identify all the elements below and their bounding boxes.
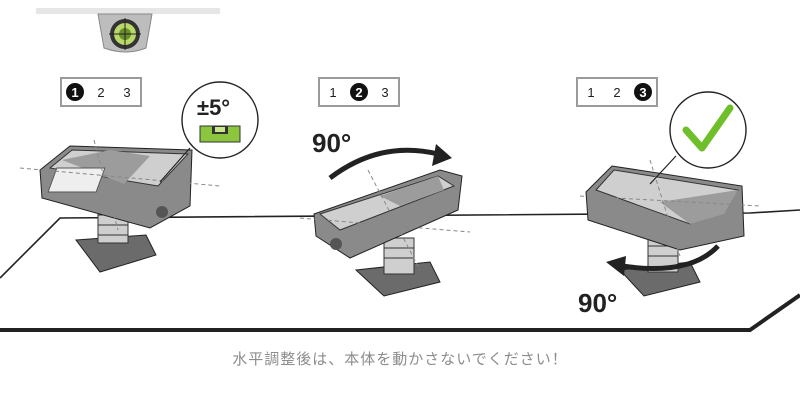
rotate-arrow-icon [606, 244, 720, 276]
step-number: 3 [123, 84, 131, 100]
step-number: 1 [587, 84, 595, 100]
device-step-1 [19, 139, 221, 273]
bubble-level-icon [199, 125, 241, 143]
rotate-arrow-icon [328, 144, 452, 180]
instruction-caption: 水平調整後は、本体を動かさないでください！ [232, 350, 568, 368]
top-strip [36, 8, 220, 14]
checkmark-icon [682, 104, 734, 152]
device-step-2 [299, 169, 471, 297]
device-step-3 [579, 159, 761, 297]
step-number: 3 [381, 84, 389, 100]
rotation-angle-label: 90° [578, 288, 618, 318]
tolerance-callout [159, 81, 259, 183]
step-indicator-2: 1 2 3 [318, 77, 400, 107]
step-number: 1 [329, 84, 337, 100]
step-number: 1 [66, 83, 84, 101]
step-indicator-1: 1 2 3 [60, 77, 142, 107]
tolerance-label: ±5° [197, 95, 231, 120]
step-indicator-3: 1 2 3 [576, 77, 658, 107]
rotation-angle-label: 90° [312, 128, 352, 158]
step-number: 2 [613, 84, 621, 100]
step-number: 2 [97, 84, 105, 100]
step-number: 2 [350, 83, 368, 101]
level-gauge-icon [97, 13, 153, 53]
check-callout [649, 91, 747, 185]
step-number: 3 [634, 83, 652, 101]
